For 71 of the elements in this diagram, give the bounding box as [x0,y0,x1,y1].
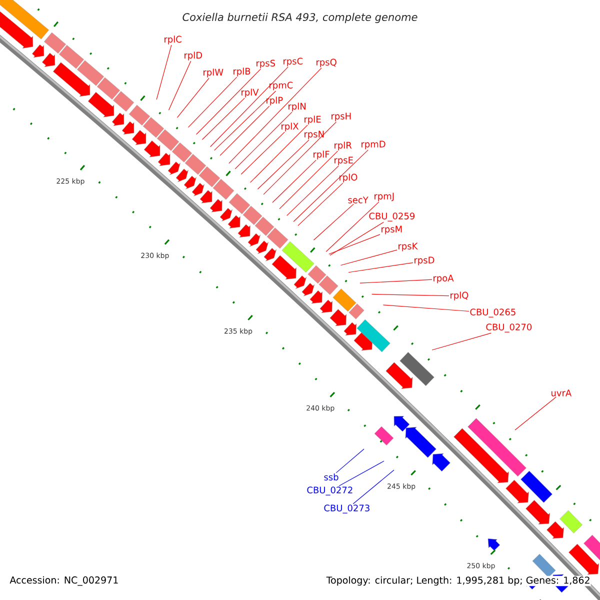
leader-line [348,262,414,273]
leader-line [176,78,210,118]
leader-line [272,160,316,203]
gene-label: uvrA [551,390,572,396]
leader-line [328,234,380,254]
leader-line [313,204,354,240]
leader-line [257,140,310,190]
leader-line [234,112,292,170]
leader-line [382,304,470,312]
gene-label: rpmJ [374,192,394,202]
gene-label: rplN [288,102,306,112]
leader-line [214,90,276,151]
gene-label: rpsK [398,242,418,252]
leader-line [514,396,556,430]
gene-label: rplD [184,52,202,60]
gene-label: rpsE [334,156,353,166]
leader-line [352,470,394,504]
gene-label: rplV [242,88,259,98]
gene-label: rplW [204,68,224,78]
leader-line [286,166,339,216]
leader-line [250,124,308,183]
gene-label: CBU_0273 [324,504,370,514]
gene-label: CBU_0270 [486,324,532,332]
gene-label: rplX [282,122,298,132]
leader-line [372,294,450,296]
gene-label: rplE [304,116,321,124]
gene-label: rplB [234,68,250,76]
gene-label: rplO [340,174,358,182]
leader-line [210,66,288,148]
gene-label: rpsN [304,130,324,140]
accession-text: Accession: NC_002971 [10,576,118,586]
leader-line [168,60,192,110]
gene-label: CBU_0259 [369,212,415,222]
leader-line [220,106,270,156]
gene-label: rpoA [434,274,454,284]
gene-label: rpmD [362,140,386,150]
leader-line [293,150,368,222]
gene-label: rpsD [414,256,434,266]
leader-line [188,76,238,128]
leader-line [340,250,398,266]
gene-label: rpsM [382,226,402,234]
gene-label: rplP [266,96,283,106]
gene-label: rpsQ [316,58,336,68]
leader-line [298,182,344,226]
genome-info-text: Topology: circular; Length: 1,995,281 bp; Genes: 1,862 [326,576,591,586]
leader-line [196,68,262,135]
leader-line [279,150,338,210]
leader-line [338,460,384,486]
leader-line [156,44,172,100]
gene-label: CBU_0272 [307,486,352,496]
title: Coxiella burnetii RSA 493, complete genome [182,12,418,24]
gene-label: rpsC [284,58,303,66]
gene-label: rpmC [270,82,293,90]
leader-line [326,202,380,252]
leader-line [202,98,245,140]
leader-line [432,332,492,350]
leader-line [240,132,285,175]
gene-label: secY [348,196,368,204]
gene-label: CBU_0265 [470,308,516,318]
leader-line [360,279,432,284]
gene-label: rplQ [450,292,468,300]
leader-line [263,122,337,195]
gene-label: ssb [324,474,338,480]
leader-line [336,448,364,474]
gene-label: rplC [164,36,182,44]
gene-label: rpsS [256,60,276,68]
leader-line [228,68,322,164]
gene-label: rplR [334,142,352,150]
gene-label: rpsH [332,112,351,122]
leader-line [330,222,384,256]
gene-label: rplF [314,150,330,160]
